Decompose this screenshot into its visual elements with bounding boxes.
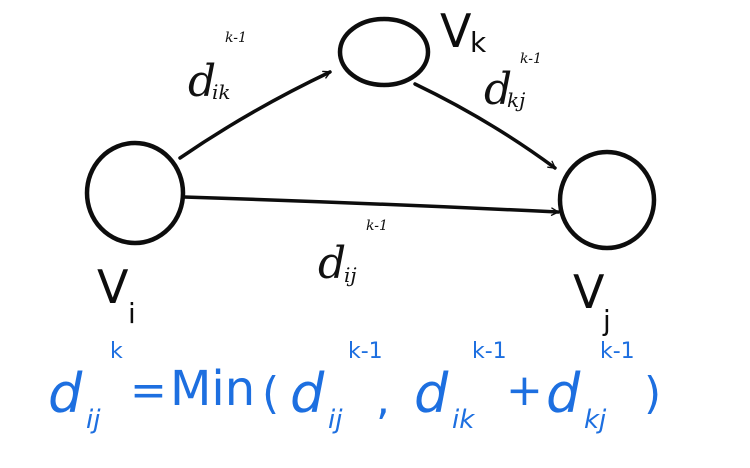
node-label-vi: V i — [97, 260, 136, 330]
formula-arg1-base: d — [290, 362, 325, 425]
edge-ik-sup: k-1 — [225, 30, 247, 46]
formula-lhs-sub: ij — [86, 405, 101, 435]
formula-arg2a-sup: k-1 — [472, 339, 507, 364]
formula-comma: , — [376, 374, 390, 425]
edge-label-kj: d kj k-1 — [484, 51, 542, 115]
formula-arg2b-base: d — [546, 362, 581, 425]
node-label-vk: V k — [440, 4, 487, 59]
node-vj-base: V — [573, 265, 605, 319]
formula-lhs-base: d — [48, 362, 83, 425]
formula-equals: = — [130, 365, 167, 416]
edge-kj-base: d — [484, 64, 512, 115]
edge-label-ij: d ij k-1 — [318, 218, 388, 289]
formula-arg2a-base: d — [414, 362, 449, 425]
formula-arg2a-sub: ik — [452, 405, 475, 435]
edge-ik — [178, 70, 332, 160]
node-vk — [337, 16, 431, 88]
edge-ij-sup: k-1 — [366, 218, 388, 234]
formula-arg1-sub: ij — [328, 405, 343, 435]
edge-label-ik: d ik k-1 — [188, 30, 247, 107]
formula-lhs-sup: k — [110, 339, 123, 364]
node-label-vj: V j — [573, 265, 611, 337]
formula-arg1-sup: k-1 — [348, 339, 383, 364]
node-vk-base: V — [440, 4, 472, 58]
formula-arg2b-sub: kj — [584, 405, 607, 435]
edge-ij-sub: ij — [344, 263, 357, 287]
edge-ij — [182, 195, 560, 216]
edge-kj — [413, 82, 557, 170]
node-vi — [84, 140, 186, 246]
formula-arg2b-sup: k-1 — [600, 339, 635, 364]
edge-ij-base: d — [318, 238, 346, 289]
formula-plus: + — [506, 365, 543, 416]
edge-kj-sup: k-1 — [520, 51, 542, 67]
edge-ik-base: d — [188, 56, 216, 107]
node-vi-base: V — [97, 260, 129, 314]
formula-min: Min — [170, 361, 255, 417]
node-vj-sub: j — [602, 304, 611, 337]
formula-open-paren: ( — [262, 368, 279, 419]
recurrence-formula: d ij k = Min ( d ij k-1 , d ik k-1 + d k… — [48, 339, 661, 435]
node-vi-sub: i — [128, 297, 136, 330]
edge-kj-sub: kj — [507, 88, 525, 112]
node-vj — [557, 149, 657, 251]
edge-ik-sub: ik — [212, 80, 231, 104]
node-vk-sub: k — [470, 26, 487, 59]
formula-close-paren: ) — [644, 368, 661, 419]
